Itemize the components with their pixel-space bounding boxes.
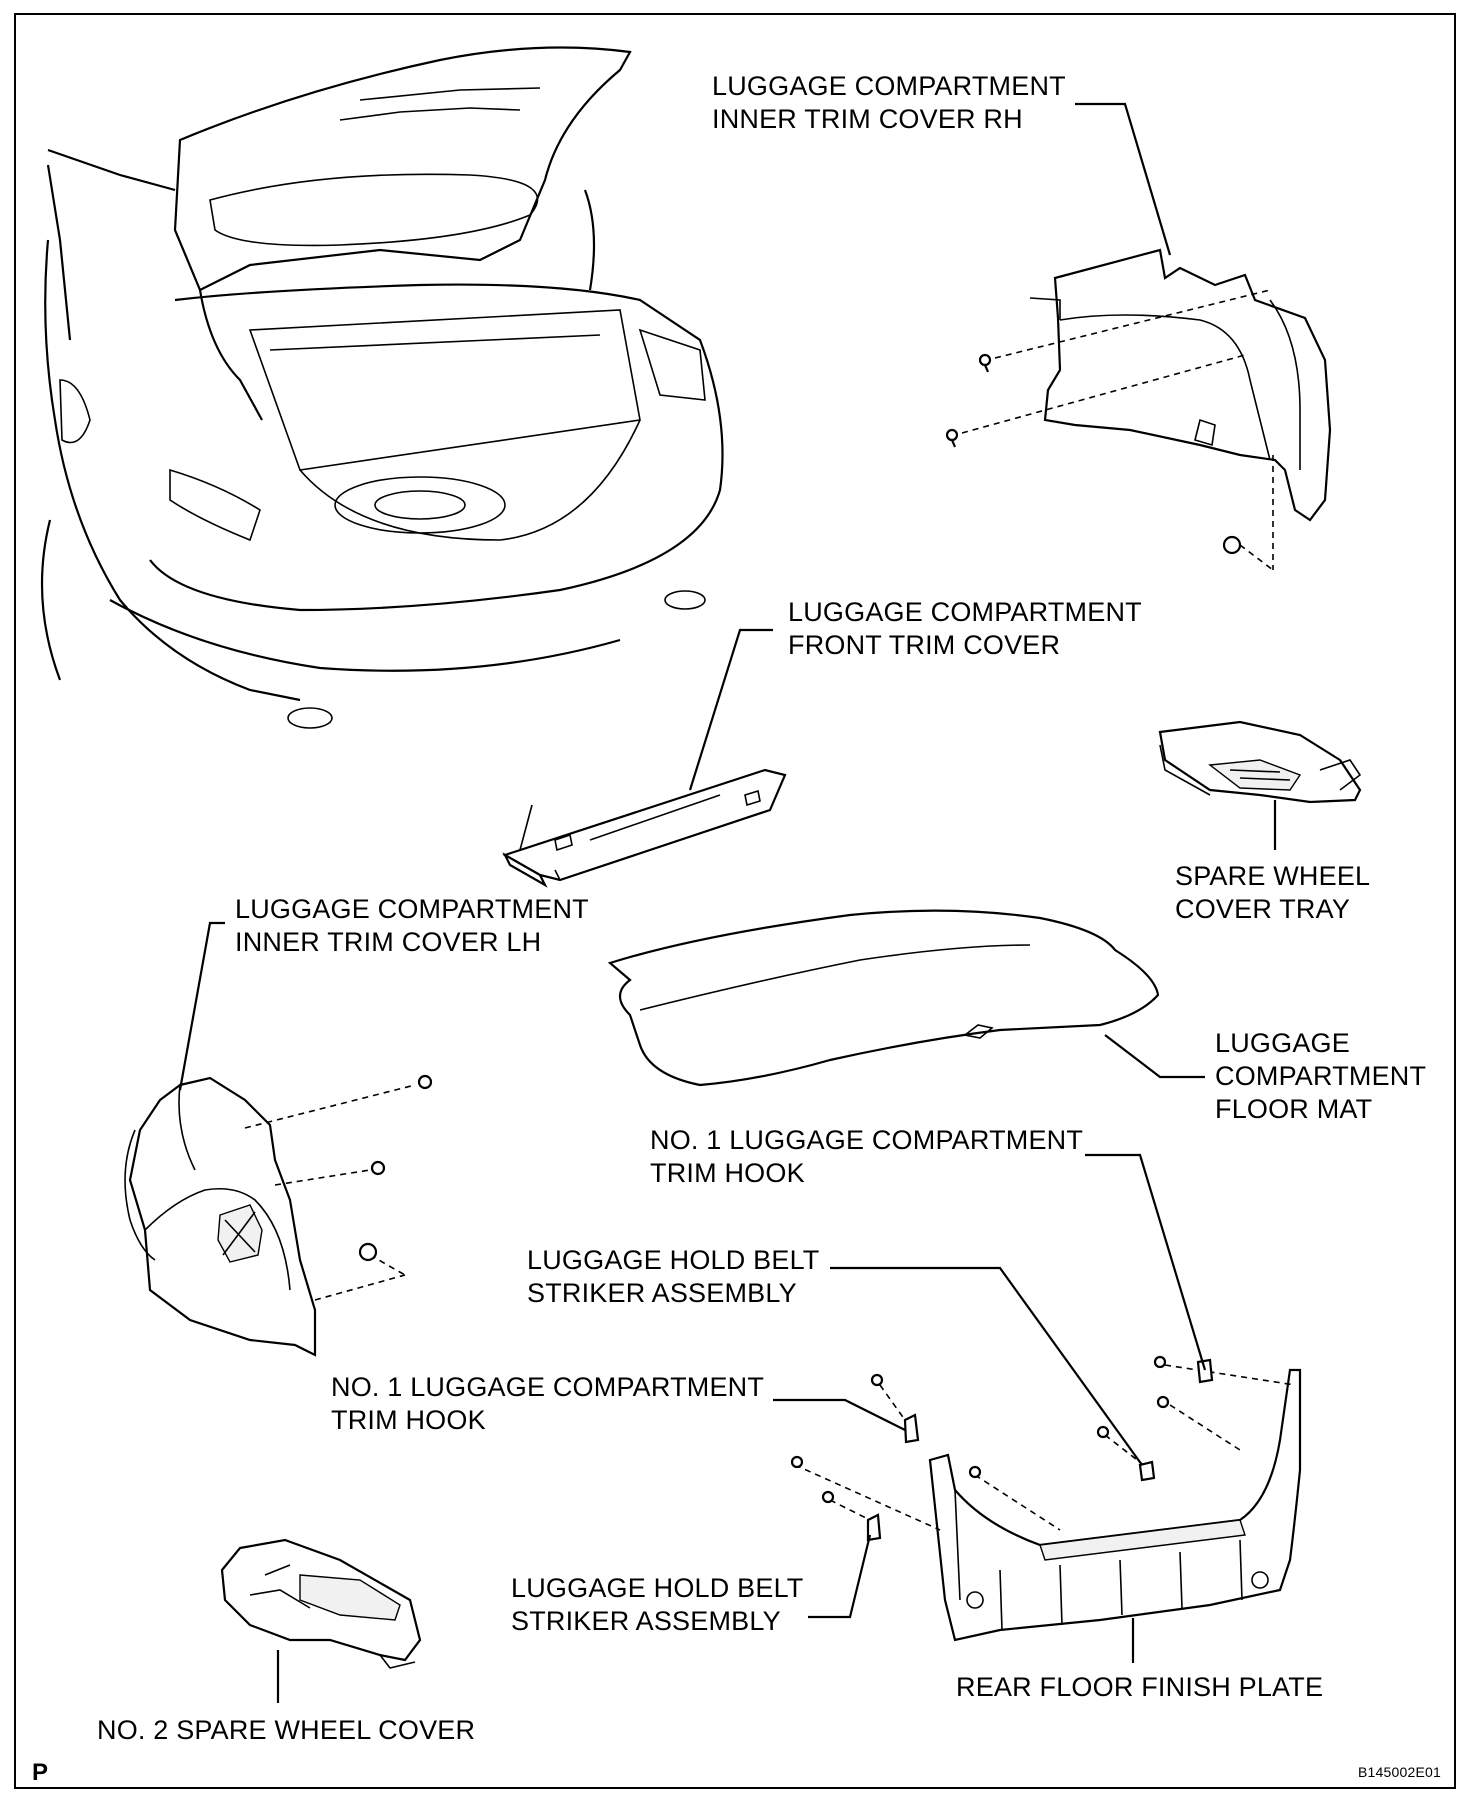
rear-floor-finish-plate-part <box>928 1368 1302 1642</box>
label-belt-striker-bottom: LUGGAGE HOLD BELT STRIKER ASSEMBLY <box>511 1573 804 1636</box>
luggage-floor-mat-part <box>607 909 1160 1087</box>
label-luggage-floor-mat: LUGGAGE COMPARTMENT FLOOR MAT <box>1215 1028 1427 1124</box>
no2-spare-wheel-cover-part <box>220 1538 422 1669</box>
label-inner-trim-cover-lh: LUGGAGE COMPARTMENT INNER TRIM COVER LH <box>235 894 589 957</box>
label-trim-hook-left: NO. 1 LUGGAGE COMPARTMENT TRIM HOOK <box>331 1372 765 1435</box>
leader-lines <box>178 102 1277 1703</box>
label-front-trim-cover: LUGGAGE COMPARTMENT FRONT TRIM COVER <box>788 597 1142 660</box>
label-trim-hook-right: NO. 1 LUGGAGE COMPARTMENT TRIM HOOK <box>650 1125 1084 1188</box>
finish-plate-fasteners <box>790 1355 1296 1542</box>
label-no2-spare-wheel-cover: NO. 2 SPARE WHEEL COVER <box>97 1715 476 1745</box>
label-spare-wheel-cover-tray: SPARE WHEEL COVER TRAY <box>1175 861 1371 924</box>
inner-trim-cover-lh-part <box>124 1076 317 1357</box>
front-trim-cover-part <box>502 768 787 888</box>
inner-trim-cover-rh-part <box>1029 248 1332 522</box>
inner-trim-lh-fasteners <box>244 1074 433 1301</box>
label-inner-trim-cover-rh: LUGGAGE COMPARTMENT INNER TRIM COVER RH <box>712 71 1066 134</box>
label-rear-floor-finish-plate: REAR FLOOR FINISH PLATE <box>956 1672 1324 1702</box>
car-rear-illustration <box>40 46 724 729</box>
diagram-frame <box>14 13 1456 1789</box>
spare-wheel-cover-tray-part <box>1158 720 1362 804</box>
label-belt-striker-top: LUGGAGE HOLD BELT STRIKER ASSEMBLY <box>527 1245 820 1308</box>
corner-mark-left: P <box>32 1759 49 1786</box>
inner-trim-rh-fasteners <box>945 289 1274 571</box>
figure-code: B145002E01 <box>1358 1764 1441 1780</box>
